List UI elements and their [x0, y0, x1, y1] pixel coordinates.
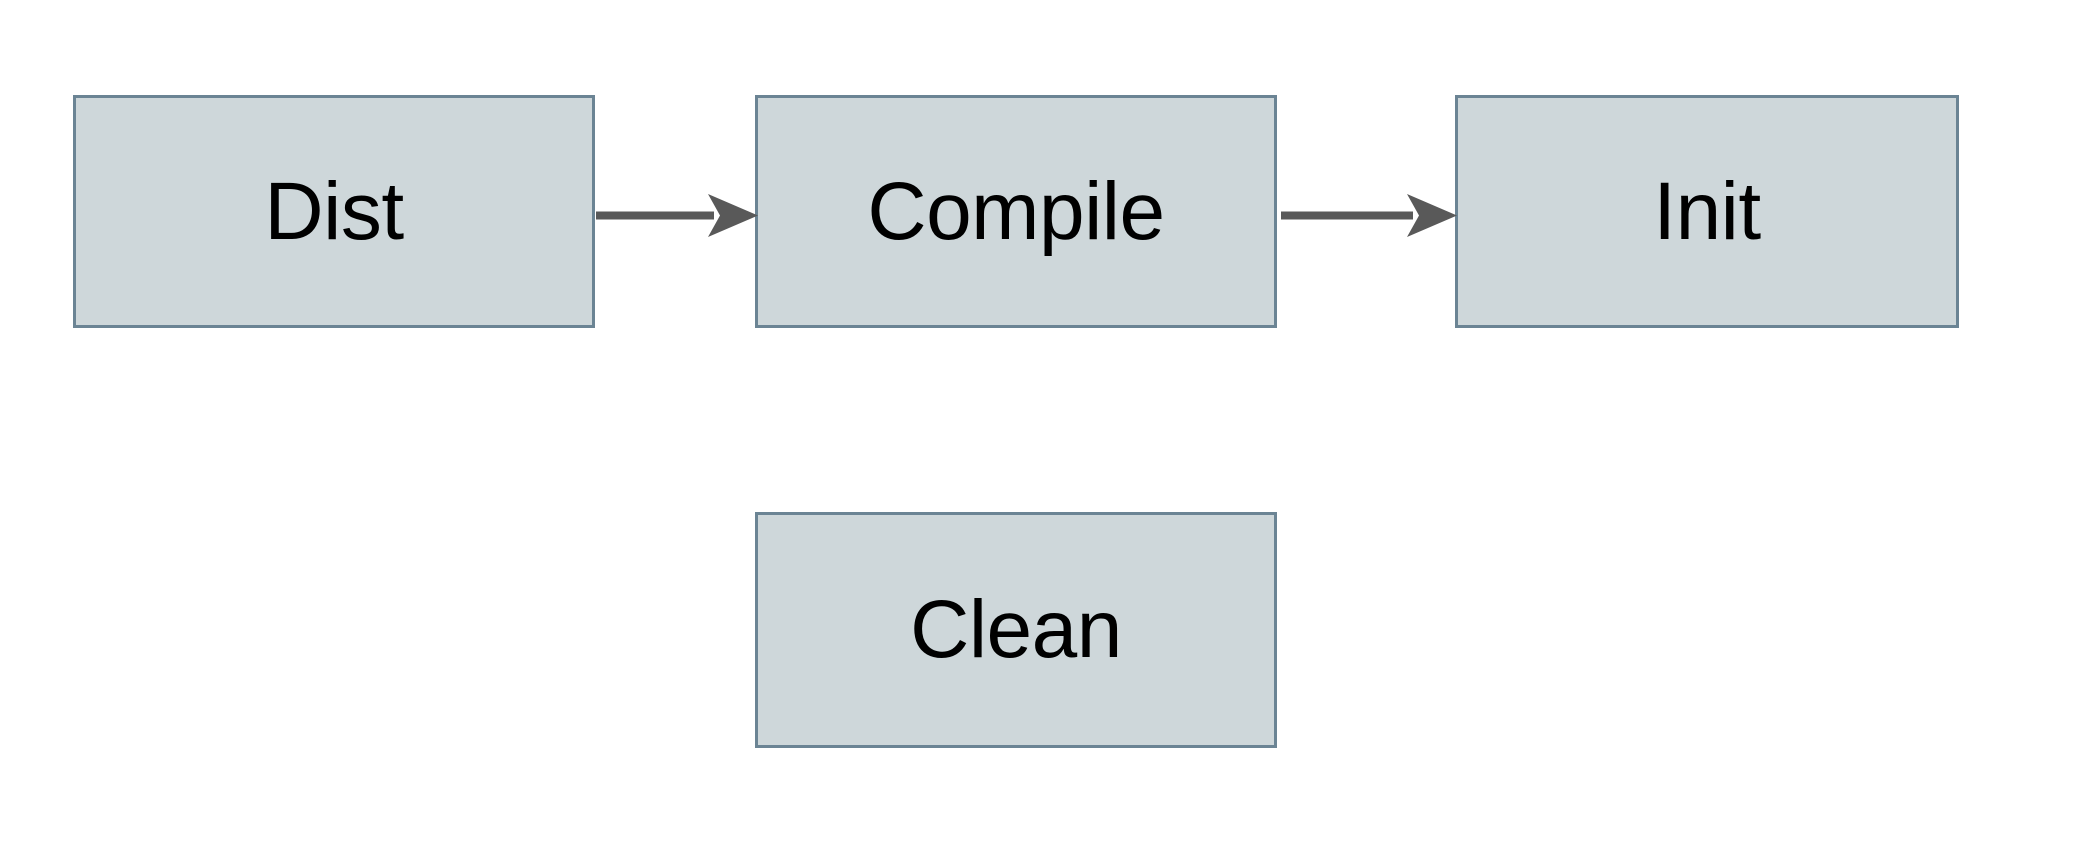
- node-init[interactable]: Init: [1455, 95, 1959, 328]
- edge-dist-to-compile[interactable]: [596, 176, 758, 256]
- node-clean[interactable]: Clean: [755, 512, 1277, 748]
- node-dist[interactable]: Dist: [73, 95, 595, 328]
- node-init-label: Init: [1653, 165, 1761, 257]
- edge-compile-to-init[interactable]: [1277, 176, 1457, 256]
- node-compile[interactable]: Compile: [755, 95, 1277, 328]
- arrow-right-icon: [596, 194, 758, 237]
- node-clean-label: Clean: [910, 584, 1122, 675]
- node-dist-label: Dist: [264, 165, 404, 257]
- arrow-right-icon: [1281, 194, 1457, 237]
- node-compile-label: Compile: [867, 165, 1165, 257]
